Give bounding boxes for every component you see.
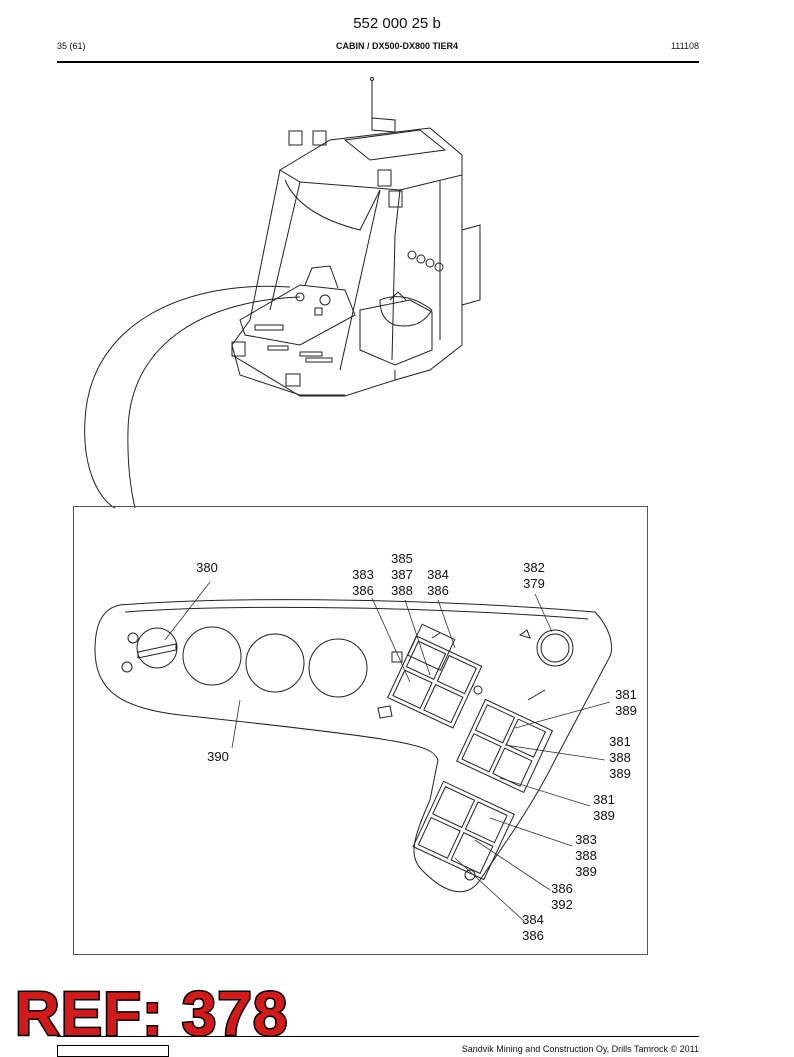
document-number: 552 000 25 b xyxy=(353,15,441,32)
callout-line: 382 xyxy=(523,560,545,575)
callout-line: 388 xyxy=(575,848,597,863)
callout-381-389-lower: 381 389 xyxy=(587,792,621,824)
callout-384-386: 384 386 xyxy=(421,567,455,599)
cabin-illustration xyxy=(231,77,481,397)
callout-line: 386 xyxy=(427,583,449,598)
callout-line: 386 xyxy=(352,583,374,598)
detail-leader-arc xyxy=(127,296,301,509)
gauge xyxy=(182,626,242,686)
callout-line: 386 xyxy=(522,928,544,943)
callout-line: 388 xyxy=(609,750,631,765)
detail-frame xyxy=(73,506,648,955)
callout-line: 388 xyxy=(391,583,413,598)
callout-line: 392 xyxy=(551,897,573,912)
callout-line: 383 xyxy=(352,567,374,582)
callout-line: 389 xyxy=(575,864,597,879)
leader-lines xyxy=(164,581,611,923)
callout-383-388-389: 383 388 389 xyxy=(569,832,603,880)
callout-380: 380 xyxy=(190,560,224,576)
callout-line: 383 xyxy=(575,832,597,847)
header-divider xyxy=(57,61,699,63)
callout-line: 385 xyxy=(391,551,413,566)
callout-383-386: 383 386 xyxy=(346,567,380,599)
callout-line: 389 xyxy=(593,808,615,823)
section-title: CABIN / DX500-DX800 TIER4 xyxy=(335,41,459,51)
callout-390: 390 xyxy=(201,749,235,765)
callout-line: 384 xyxy=(522,912,544,927)
callout-line: 381 xyxy=(615,687,637,702)
callout-line: 384 xyxy=(427,567,449,582)
callout-384-386-lower: 384 386 xyxy=(516,912,550,944)
callout-381-388-389: 381 388 389 xyxy=(603,734,637,782)
gauge xyxy=(308,638,368,698)
gauge xyxy=(245,633,305,693)
callout-line: 379 xyxy=(523,576,545,591)
control-panel-illustration xyxy=(94,599,612,893)
callout-382-379: 382 379 xyxy=(517,560,551,592)
callout-line: 381 xyxy=(609,734,631,749)
callout-line: 389 xyxy=(615,703,637,718)
callout-line: 381 xyxy=(593,792,615,807)
company-logo xyxy=(57,1045,169,1057)
callout-385-387-388: 385 387 388 xyxy=(385,551,419,599)
footer-divider xyxy=(57,1036,699,1037)
detail-leader-arc xyxy=(84,285,291,509)
callout-line: 386 xyxy=(551,881,573,896)
callout-386-392: 386 392 xyxy=(545,881,579,913)
callout-line: 380 xyxy=(196,560,218,575)
callout-line: 389 xyxy=(609,766,631,781)
revision-date: 111108 xyxy=(670,41,699,51)
callout-line: 390 xyxy=(207,749,229,764)
callout-381-389: 381 389 xyxy=(609,687,643,719)
callout-line: 387 xyxy=(391,567,413,582)
copyright-notice: Sandvik Mining and Construction Oy, Dril… xyxy=(461,1044,699,1054)
page-count: 35 (61) xyxy=(57,41,86,51)
